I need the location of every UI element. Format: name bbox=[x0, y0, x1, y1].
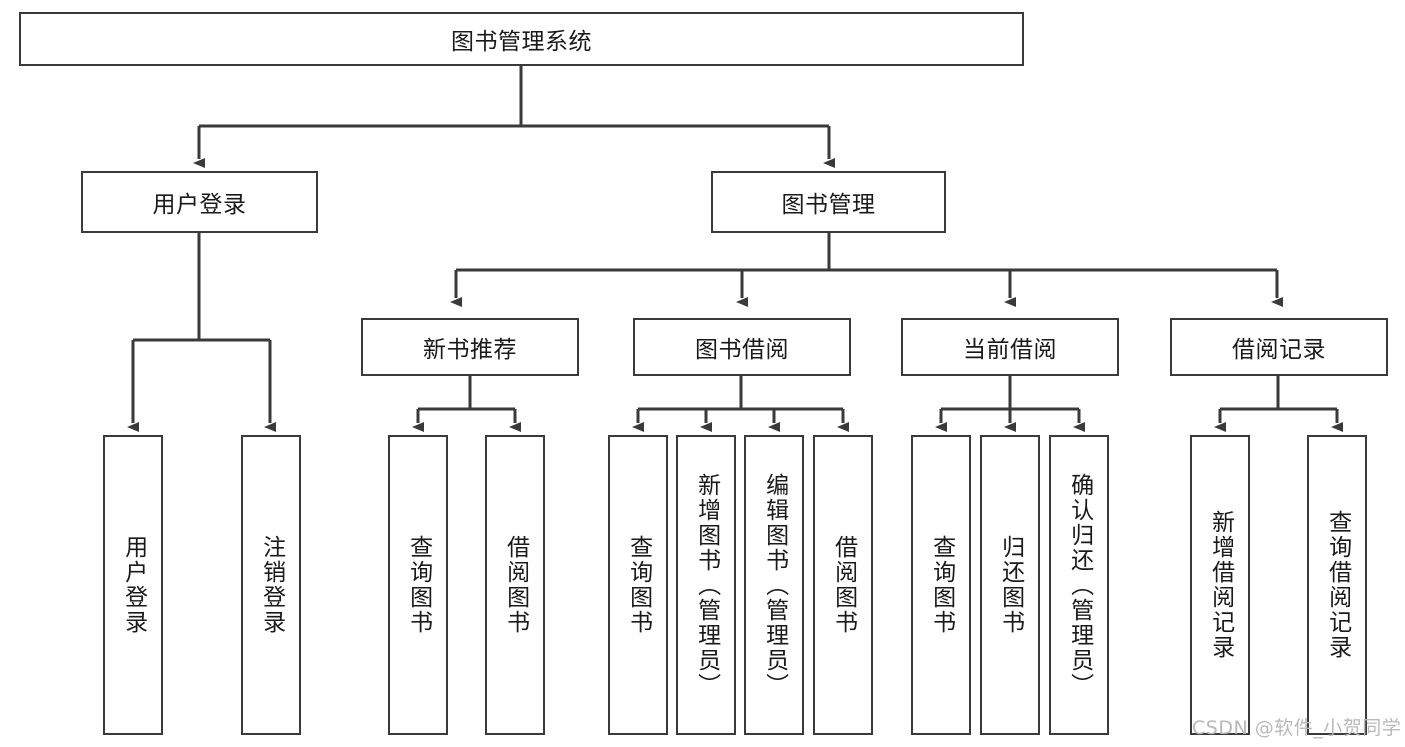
node-label: 确认归还（管理员） bbox=[1066, 472, 1093, 698]
leaf-borrow-borrow-book[interactable]: 借阅图书 bbox=[813, 435, 873, 735]
node-label: 用户登录 bbox=[152, 192, 247, 218]
leaf-record-add-record[interactable]: 新增借阅记录 bbox=[1190, 435, 1250, 735]
node-book-management[interactable]: 图书管理 bbox=[711, 171, 946, 233]
node-root-system[interactable]: 图书管理系统 bbox=[19, 12, 1024, 66]
node-borrow-record[interactable]: 借阅记录 bbox=[1170, 318, 1388, 376]
node-label: 图书管理 bbox=[781, 192, 876, 218]
node-book-borrow[interactable]: 图书借阅 bbox=[633, 318, 851, 376]
node-label: 图书管理系统 bbox=[451, 29, 592, 55]
leaf-user-login-login[interactable]: 用户登录 bbox=[103, 435, 163, 735]
node-label: 借阅图书 bbox=[502, 535, 529, 635]
node-label: 注销登录 bbox=[258, 535, 285, 635]
leaf-borrow-query-book[interactable]: 查询图书 bbox=[608, 435, 668, 735]
node-label: 新增借阅记录 bbox=[1207, 510, 1234, 660]
node-label: 借阅记录 bbox=[1232, 337, 1326, 363]
csdn-watermark: CSDN @软件_小贺同学 bbox=[1192, 717, 1402, 739]
node-user-login[interactable]: 用户登录 bbox=[81, 171, 318, 233]
node-label: 新增图书（管理员） bbox=[693, 472, 720, 698]
node-label: 当前借阅 bbox=[963, 337, 1057, 363]
leaf-recommend-query-book[interactable]: 查询图书 bbox=[388, 435, 448, 735]
leaf-borrow-edit-book-admin[interactable]: 编辑图书（管理员） bbox=[744, 435, 804, 735]
leaf-user-login-logout[interactable]: 注销登录 bbox=[241, 435, 301, 735]
node-label: 查询借阅记录 bbox=[1324, 510, 1351, 660]
node-label: 查询图书 bbox=[928, 535, 955, 635]
node-new-book-recommend[interactable]: 新书推荐 bbox=[361, 318, 579, 376]
leaf-recommend-borrow-book[interactable]: 借阅图书 bbox=[485, 435, 545, 735]
leaf-current-query-book[interactable]: 查询图书 bbox=[911, 435, 971, 735]
leaf-record-query-record[interactable]: 查询借阅记录 bbox=[1307, 435, 1367, 735]
leaf-current-confirm-return-admin[interactable]: 确认归还（管理员） bbox=[1049, 435, 1109, 735]
node-label: 新书推荐 bbox=[423, 337, 517, 363]
leaf-current-return-book[interactable]: 归还图书 bbox=[980, 435, 1040, 735]
node-label: 借阅图书 bbox=[830, 535, 857, 635]
node-label: 查询图书 bbox=[625, 535, 652, 635]
node-label: 查询图书 bbox=[405, 535, 432, 635]
node-current-borrow[interactable]: 当前借阅 bbox=[901, 318, 1119, 376]
node-label: 编辑图书（管理员） bbox=[761, 472, 788, 698]
node-label: 归还图书 bbox=[997, 535, 1024, 635]
leaf-borrow-add-book-admin[interactable]: 新增图书（管理员） bbox=[676, 435, 736, 735]
node-label: 图书借阅 bbox=[695, 337, 789, 363]
node-label: 用户登录 bbox=[120, 535, 147, 635]
